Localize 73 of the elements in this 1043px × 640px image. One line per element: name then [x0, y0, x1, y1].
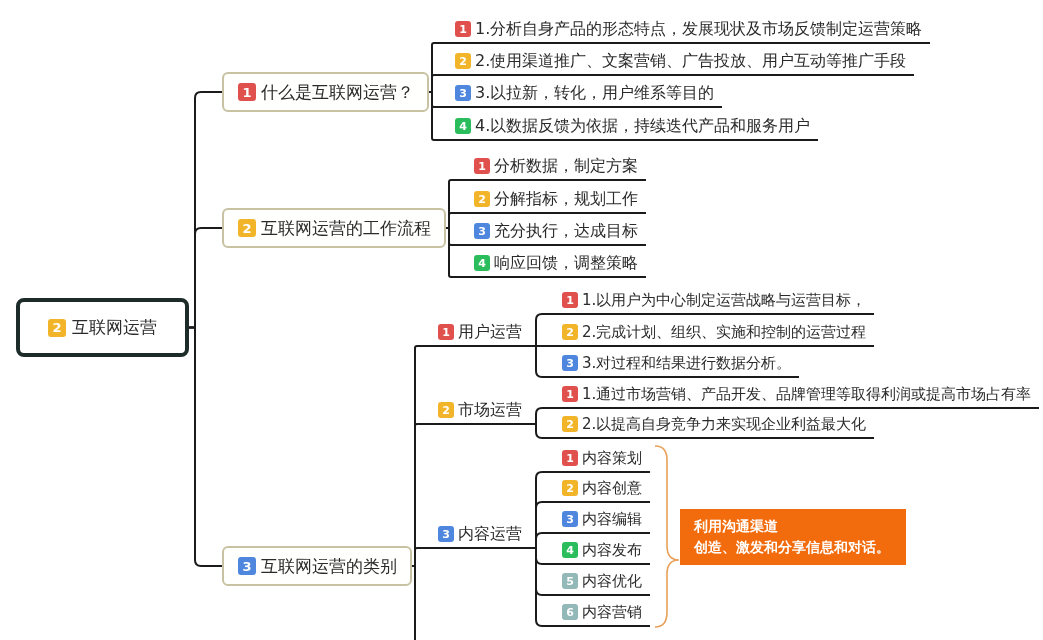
subtopic-text: 1.以用户为中心制定运营战略与运营目标，	[582, 291, 867, 309]
number-marker: 2	[48, 318, 66, 337]
connector-line	[411, 547, 418, 567]
connector-line	[428, 74, 435, 93]
connector-line	[535, 547, 543, 627]
number-marker: 3	[438, 526, 454, 542]
number-marker: 2	[562, 324, 578, 340]
number-marker: 2	[438, 402, 454, 418]
summary-box	[680, 509, 906, 565]
number-marker: 4	[474, 255, 490, 271]
topic-box	[222, 72, 429, 112]
subtopic-text: 内容创意	[582, 479, 642, 497]
number-marker: 1	[562, 450, 578, 466]
central-topic-box	[16, 298, 189, 357]
subtopic-text: 1.分析自身产品的形态特点，发展现状及市场反馈制定运营策略	[475, 19, 923, 39]
subtopic-text: 分解指标，规划工作	[494, 189, 638, 209]
subtopic-text: 分析数据，制定方案	[494, 156, 638, 176]
subtopic-text: 2.使用渠道推广、文案营销、广告投放、用户互动等推广手段	[475, 51, 907, 71]
subtopic-text: 内容运营	[458, 524, 522, 544]
number-marker: 2	[238, 219, 256, 237]
number-marker: 2	[562, 416, 578, 432]
subtopic-text: 4.以数据反馈为依据，持续迭代产品和服务用户	[475, 116, 811, 136]
number-marker: 3	[562, 355, 578, 371]
connector-line	[445, 227, 452, 278]
number-marker: 2	[562, 480, 578, 496]
number-marker: 6	[562, 604, 578, 620]
number-marker: 1	[474, 158, 490, 174]
subtopic-text: 2.以提高自身竞争力来实现企业利益最大化	[582, 415, 867, 433]
number-marker: 3	[562, 511, 578, 527]
topic-text: 互联网运营	[72, 317, 157, 338]
connector-line	[428, 91, 435, 141]
number-marker: 2	[455, 53, 471, 69]
topic-text: 什么是互联网运营？	[261, 81, 414, 103]
subtopic-text: 内容营销	[582, 603, 642, 621]
number-marker: 4	[562, 542, 578, 558]
topic-box	[222, 208, 446, 248]
number-marker: 5	[562, 573, 578, 589]
summary-text: 利用沟通渠道	[694, 517, 779, 536]
subtopic-text: 市场运营	[458, 400, 522, 420]
subtopic-text: 3.以拉新，转化，用户维系等目的	[475, 83, 715, 103]
number-marker: 3	[238, 557, 256, 575]
connector-line	[535, 532, 543, 549]
subtopic-text: 内容编辑	[582, 510, 642, 528]
subtopic-text: 充分执行，达成目标	[494, 221, 638, 241]
connector-line	[445, 212, 452, 229]
subtopic-text: 用户运营	[458, 322, 522, 342]
topic-text: 互联网运营的类别	[261, 555, 397, 577]
number-marker: 2	[474, 191, 490, 207]
number-marker: 3	[474, 223, 490, 239]
connector-line	[188, 326, 223, 567]
summary-text: 创造、激发和分享信息和对话。	[694, 538, 890, 557]
number-marker: 1	[562, 292, 578, 308]
subtopic-text: 内容优化	[582, 572, 642, 590]
subtopic-text: 内容策划	[582, 449, 642, 467]
number-marker: 3	[455, 85, 471, 101]
topic-box	[222, 546, 412, 586]
subtopic-text: 2.完成计划、组织、实施和控制的运营过程	[582, 323, 867, 341]
subtopic-text: 1.通过市场营销、产品开发、品牌管理等取得利润或提高市场占有率	[582, 385, 1032, 403]
subtopic-text: 响应回馈，调整策略	[494, 253, 638, 273]
connector-line	[535, 423, 543, 439]
connector-line	[411, 565, 416, 640]
connector-line	[535, 313, 543, 347]
connector-line	[535, 407, 543, 425]
subtopic-text: 3.对过程和结果进行数据分析。	[582, 354, 792, 372]
number-marker: 4	[455, 118, 471, 134]
topic-text: 互联网运营的工作流程	[261, 217, 431, 239]
number-marker: 1	[562, 386, 578, 402]
number-marker: 1	[438, 324, 454, 340]
number-marker: 1	[238, 83, 256, 101]
connector-line	[535, 345, 543, 378]
connector-line	[535, 345, 543, 347]
number-marker: 1	[455, 21, 471, 37]
subtopic-text: 内容发布	[582, 541, 642, 559]
